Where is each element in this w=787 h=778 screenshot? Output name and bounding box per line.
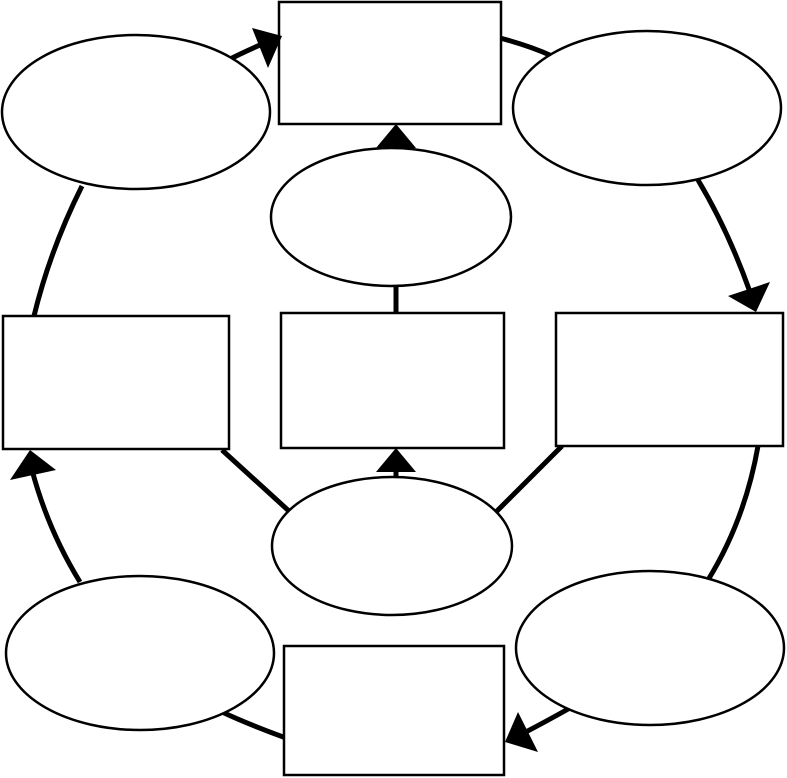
bottom-box bbox=[282, 644, 506, 777]
center-box bbox=[279, 311, 506, 450]
ring-left-box-to-top-left bbox=[31, 184, 85, 317]
center-top-ellipse bbox=[269, 146, 513, 288]
ring-bottom-box-to-bottom-left bbox=[220, 709, 287, 741]
top-left-ellipse bbox=[0, 33, 272, 191]
arrowhead-into-top-box bbox=[252, 28, 282, 68]
cycle-ring bbox=[29, 35, 761, 741]
top-box bbox=[277, 0, 503, 126]
arrowhead-into-right-box bbox=[728, 282, 770, 312]
right-box bbox=[554, 311, 785, 448]
ring-top-box-to-top-right bbox=[499, 35, 554, 59]
connector-right-box-to-center-ellipse bbox=[494, 444, 564, 514]
ring-bottom-left-to-left-box bbox=[29, 469, 83, 584]
ring-top-right-to-right-box bbox=[695, 178, 753, 293]
ring-right-box-to-bottom-right bbox=[705, 445, 761, 582]
left-box bbox=[1, 314, 231, 451]
bottom-right-ellipse bbox=[514, 569, 786, 727]
ring-bottom-right-to-bottom-box bbox=[520, 705, 572, 737]
arrowheads bbox=[10, 28, 770, 752]
arrowhead-into-center-box bbox=[376, 448, 416, 472]
top-right-ellipse bbox=[511, 29, 783, 187]
arrowhead-into-left-box bbox=[10, 450, 56, 480]
connector-left-box-to-center-ellipse bbox=[220, 448, 292, 514]
arrowhead-into-bottom-box bbox=[505, 712, 538, 752]
arrowhead-into-top-box-center bbox=[376, 124, 416, 148]
bottom-left-ellipse bbox=[4, 574, 276, 732]
center-bottom-ellipse bbox=[270, 475, 514, 617]
